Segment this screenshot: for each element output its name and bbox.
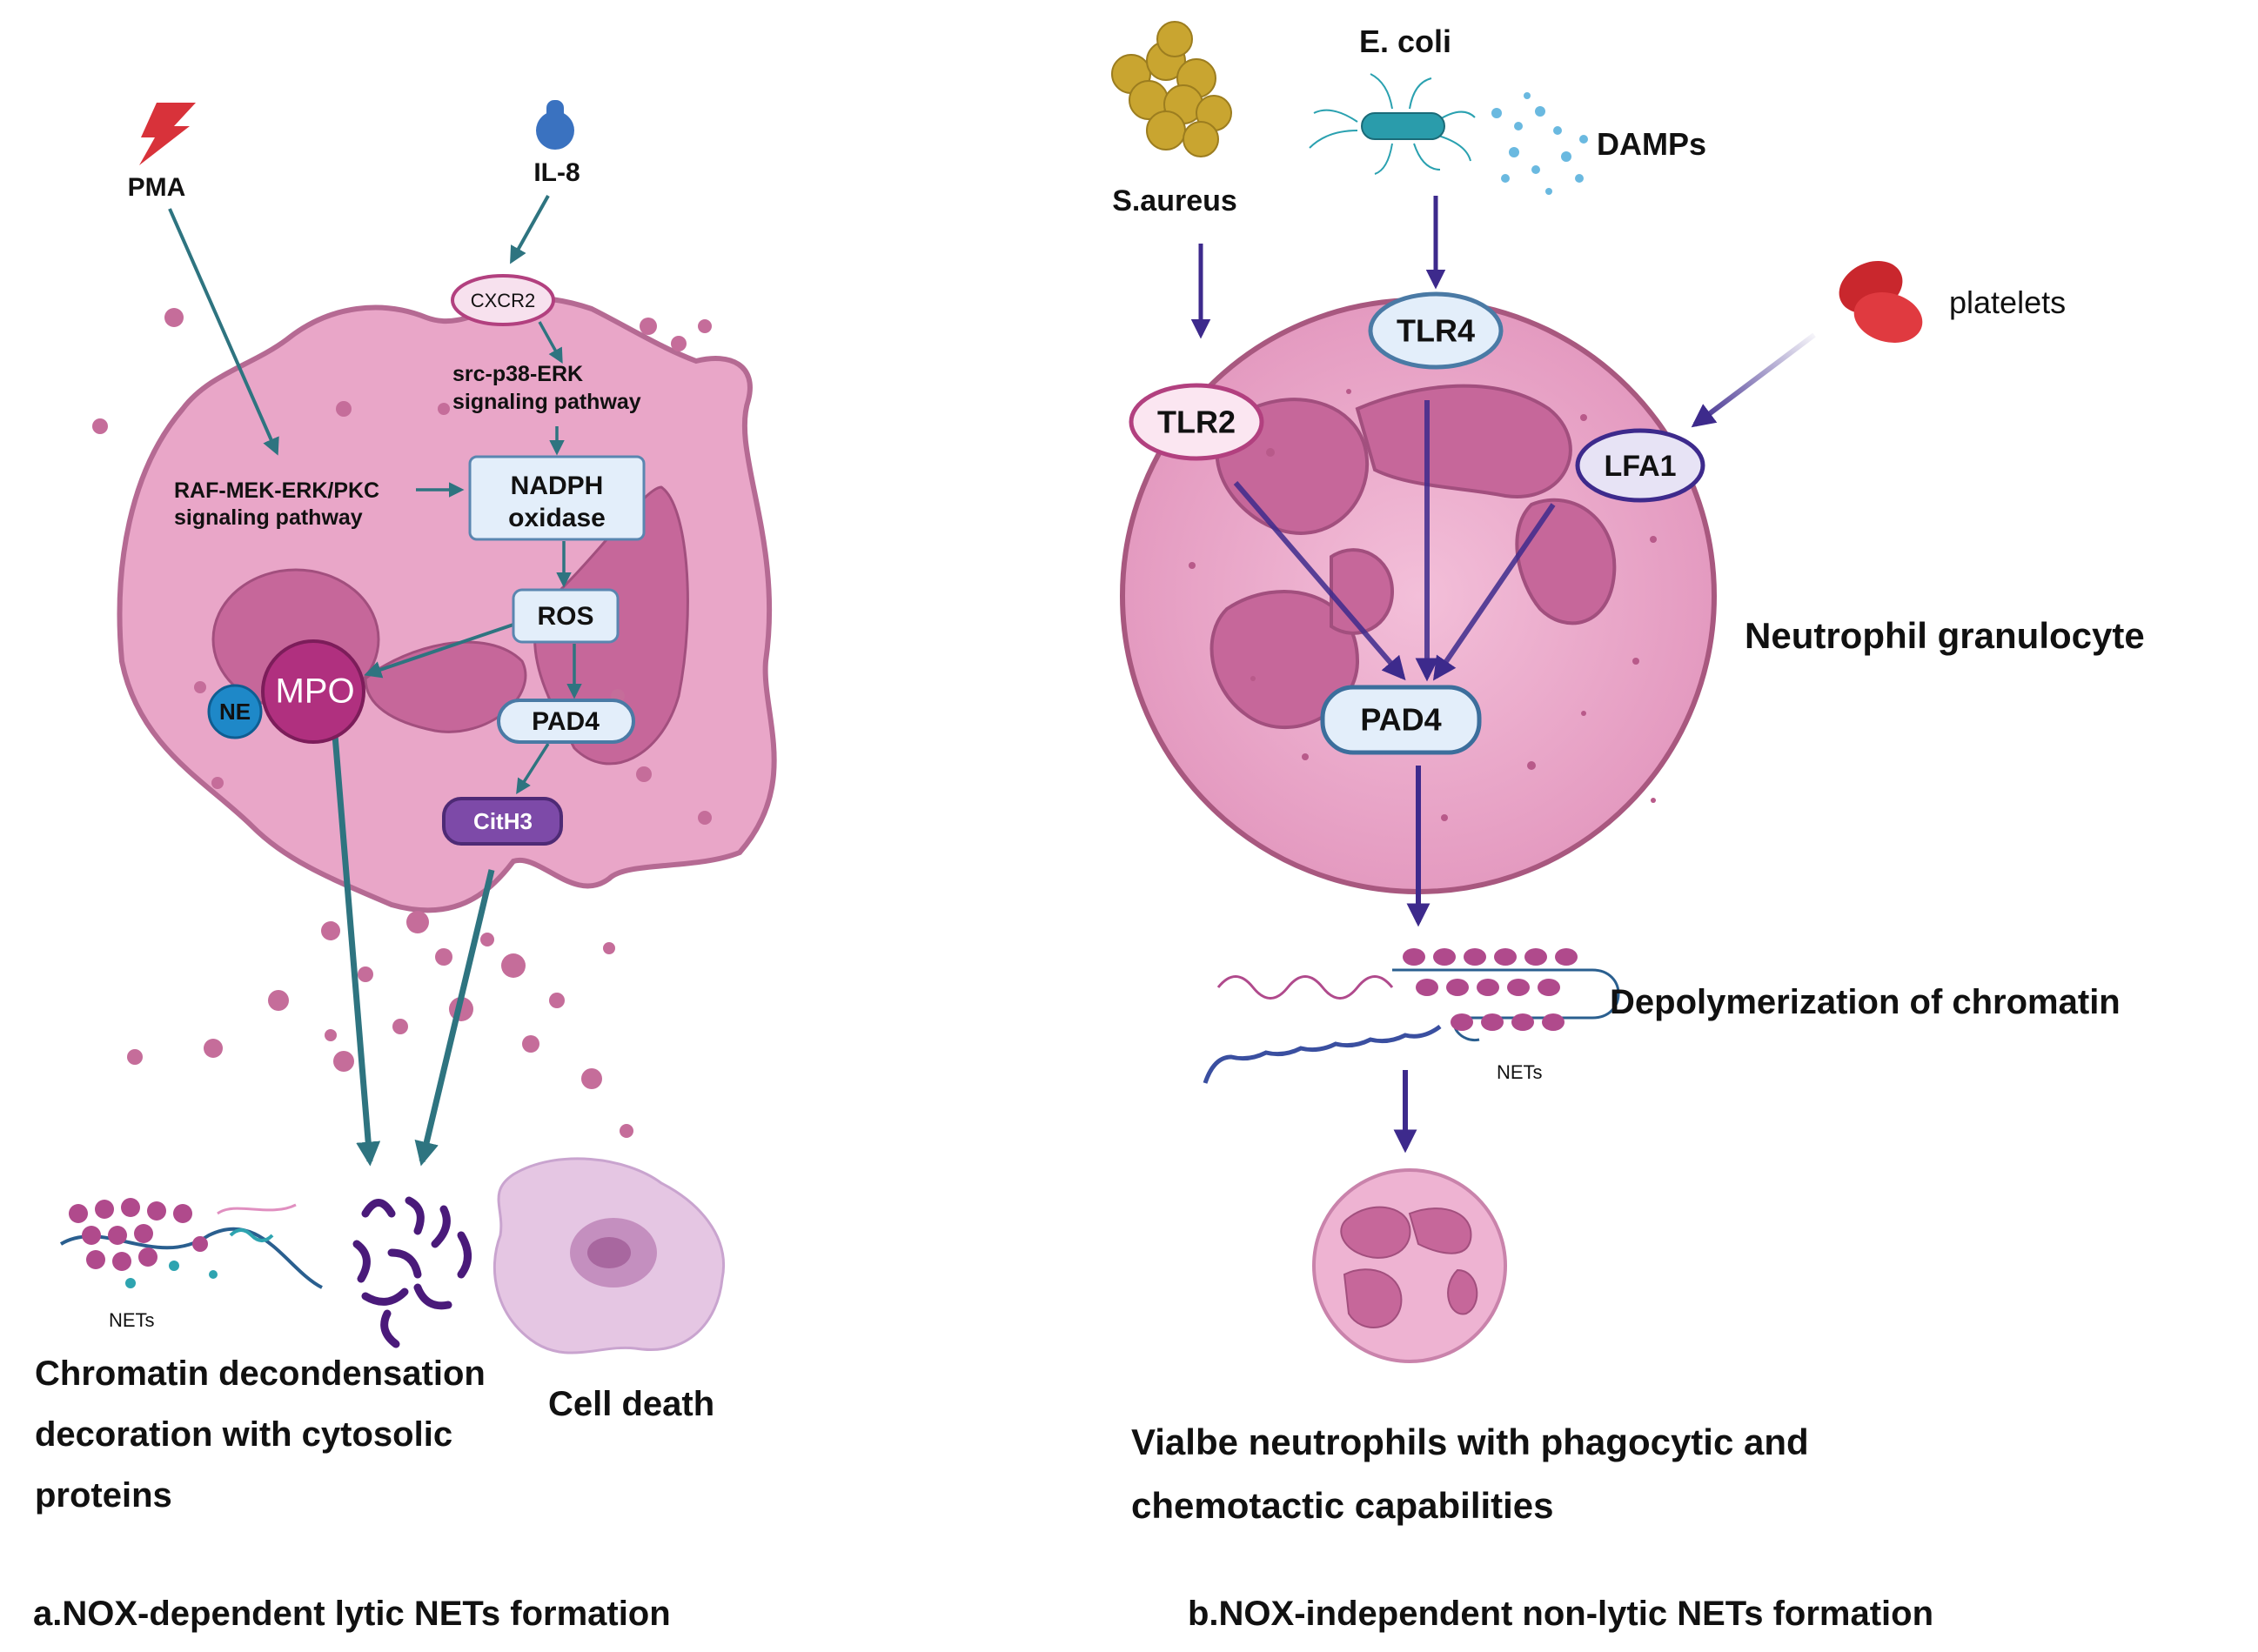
cith3-label: CitH3 xyxy=(473,808,533,834)
raf-pathway-line2: signaling pathway xyxy=(174,505,363,530)
ne-label: NE xyxy=(219,699,251,725)
chromatin-decondensation-line2: decoration with cytosolic xyxy=(35,1415,452,1454)
viable-neutrophils-line2: chemotactic capabilities xyxy=(1131,1485,1554,1526)
chromatin-decondensation-line3: proteins xyxy=(35,1476,172,1515)
tlr2-receptor: TLR2 xyxy=(1129,383,1264,461)
pad4-node-b: PAD4 xyxy=(1320,685,1482,755)
pad4-label-b: PAD4 xyxy=(1360,702,1441,738)
src-pathway-line2: signaling pathway xyxy=(452,390,641,414)
arrow-ros-to-mpo xyxy=(364,623,514,679)
saureus-label: S.aureus xyxy=(1112,184,1237,217)
tlr2-label: TLR2 xyxy=(1157,405,1236,440)
decondensed-chromatin-icon xyxy=(352,1196,472,1348)
nets-strand-a-icon xyxy=(59,1198,323,1289)
ros-label: ROS xyxy=(537,602,593,631)
cxcr2-receptor: CXCR2 xyxy=(451,274,555,326)
dying-cell-icon xyxy=(493,1157,725,1354)
chromatin-decondensation-line1: Chromatin decondensation xyxy=(35,1354,486,1393)
neutrophil-granulocyte-label: Neutrophil granulocyte xyxy=(1745,615,2145,656)
panel-a: PMA IL-8 CXCR2 src-p38-ERK signaling pat… xyxy=(33,100,777,1633)
depolymerization-label: Depolymerization of chromatin xyxy=(1610,983,2121,1021)
viable-neutrophils-line1: Vialbe neutrophils with phagocytic and xyxy=(1131,1421,1809,1462)
ecoli-icon xyxy=(1309,73,1476,175)
arrow-platelets-to-lfa1 xyxy=(1691,332,1816,428)
cell-death-label: Cell death xyxy=(548,1385,714,1423)
damps-label: DAMPs xyxy=(1597,126,1706,162)
granules xyxy=(92,308,712,1138)
mpo-label: MPO xyxy=(275,672,354,711)
depolymerized-chromatin-icon xyxy=(1203,948,1620,1084)
cith3-node: CitH3 xyxy=(442,797,563,846)
cxcr2-label: CXCR2 xyxy=(471,290,536,311)
tlr4-label: TLR4 xyxy=(1397,313,1475,349)
ne-node: NE xyxy=(207,684,263,739)
mpo-node: MPO xyxy=(261,639,365,744)
panel-b: S.aureus E. coli DAMPs platelets xyxy=(1111,21,2145,1633)
pad4-label-a: PAD4 xyxy=(532,707,600,736)
src-pathway-line1: src-p38-ERK xyxy=(452,362,583,386)
nets-label-b: NETs xyxy=(1497,1061,1543,1083)
arrow-il8-to-cxcr2 xyxy=(510,195,550,264)
platelets-icon xyxy=(1839,260,1923,343)
saureus-icon xyxy=(1111,21,1232,157)
lfa1-label: LFA1 xyxy=(1604,450,1676,483)
platelets-label: platelets xyxy=(1949,284,2066,320)
viable-neutrophil-icon xyxy=(1312,1168,1507,1363)
damps-icon xyxy=(1491,92,1588,195)
arrow-tlr2-to-pad4 xyxy=(1233,481,1406,681)
neutrophil-granules xyxy=(1189,389,1657,821)
nadph-line1: NADPH xyxy=(511,472,604,500)
lfa1-receptor: LFA1 xyxy=(1575,428,1705,503)
il8-label: IL-8 xyxy=(533,158,580,187)
neutrophil-nucleus xyxy=(1209,384,1617,730)
nets-label-a: NETs xyxy=(109,1309,155,1331)
arrow-cxcr2-to-src xyxy=(538,321,563,365)
caption-panel-b: b.NOX-independent non-lytic NETs formati… xyxy=(1188,1595,1933,1633)
tlr4-receptor: TLR4 xyxy=(1368,291,1504,370)
raf-pathway-line1: RAF-MEK-ERK/PKC xyxy=(174,478,379,503)
ecoli-label: E. coli xyxy=(1359,23,1451,59)
il8-icon xyxy=(536,100,574,150)
ros-node: ROS xyxy=(512,588,620,644)
arrow-pma-to-raf xyxy=(168,208,279,456)
pma-lightning-icon xyxy=(139,103,196,165)
arrow-pad4-to-cith3 xyxy=(516,743,550,794)
pad4-node-a: PAD4 xyxy=(497,699,635,744)
arrow-mpo-to-nets xyxy=(332,734,381,1167)
nadph-line2: oxidase xyxy=(508,504,606,532)
pma-label: PMA xyxy=(128,173,186,202)
arrow-cith3-to-nets xyxy=(414,869,495,1167)
arrow-lfa1-to-pad4 xyxy=(1432,503,1556,681)
caption-panel-a: a.NOX-dependent lytic NETs formation xyxy=(33,1595,671,1633)
nadph-oxidase-node: NADPH oxidase xyxy=(468,455,646,541)
